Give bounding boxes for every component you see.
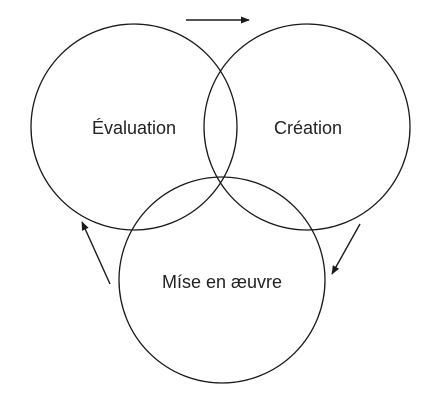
arrow-implementation-to-evaluation [81, 221, 111, 285]
arrow-creation-to-implementation [331, 223, 361, 275]
creation-label: Création [274, 118, 342, 138]
implementation-label: Míse en æuvre [162, 272, 282, 292]
creation-circle [203, 23, 411, 231]
evaluation-label: Évaluation [92, 118, 176, 138]
implementation-circle [118, 176, 326, 384]
evaluation-circle [30, 23, 238, 231]
